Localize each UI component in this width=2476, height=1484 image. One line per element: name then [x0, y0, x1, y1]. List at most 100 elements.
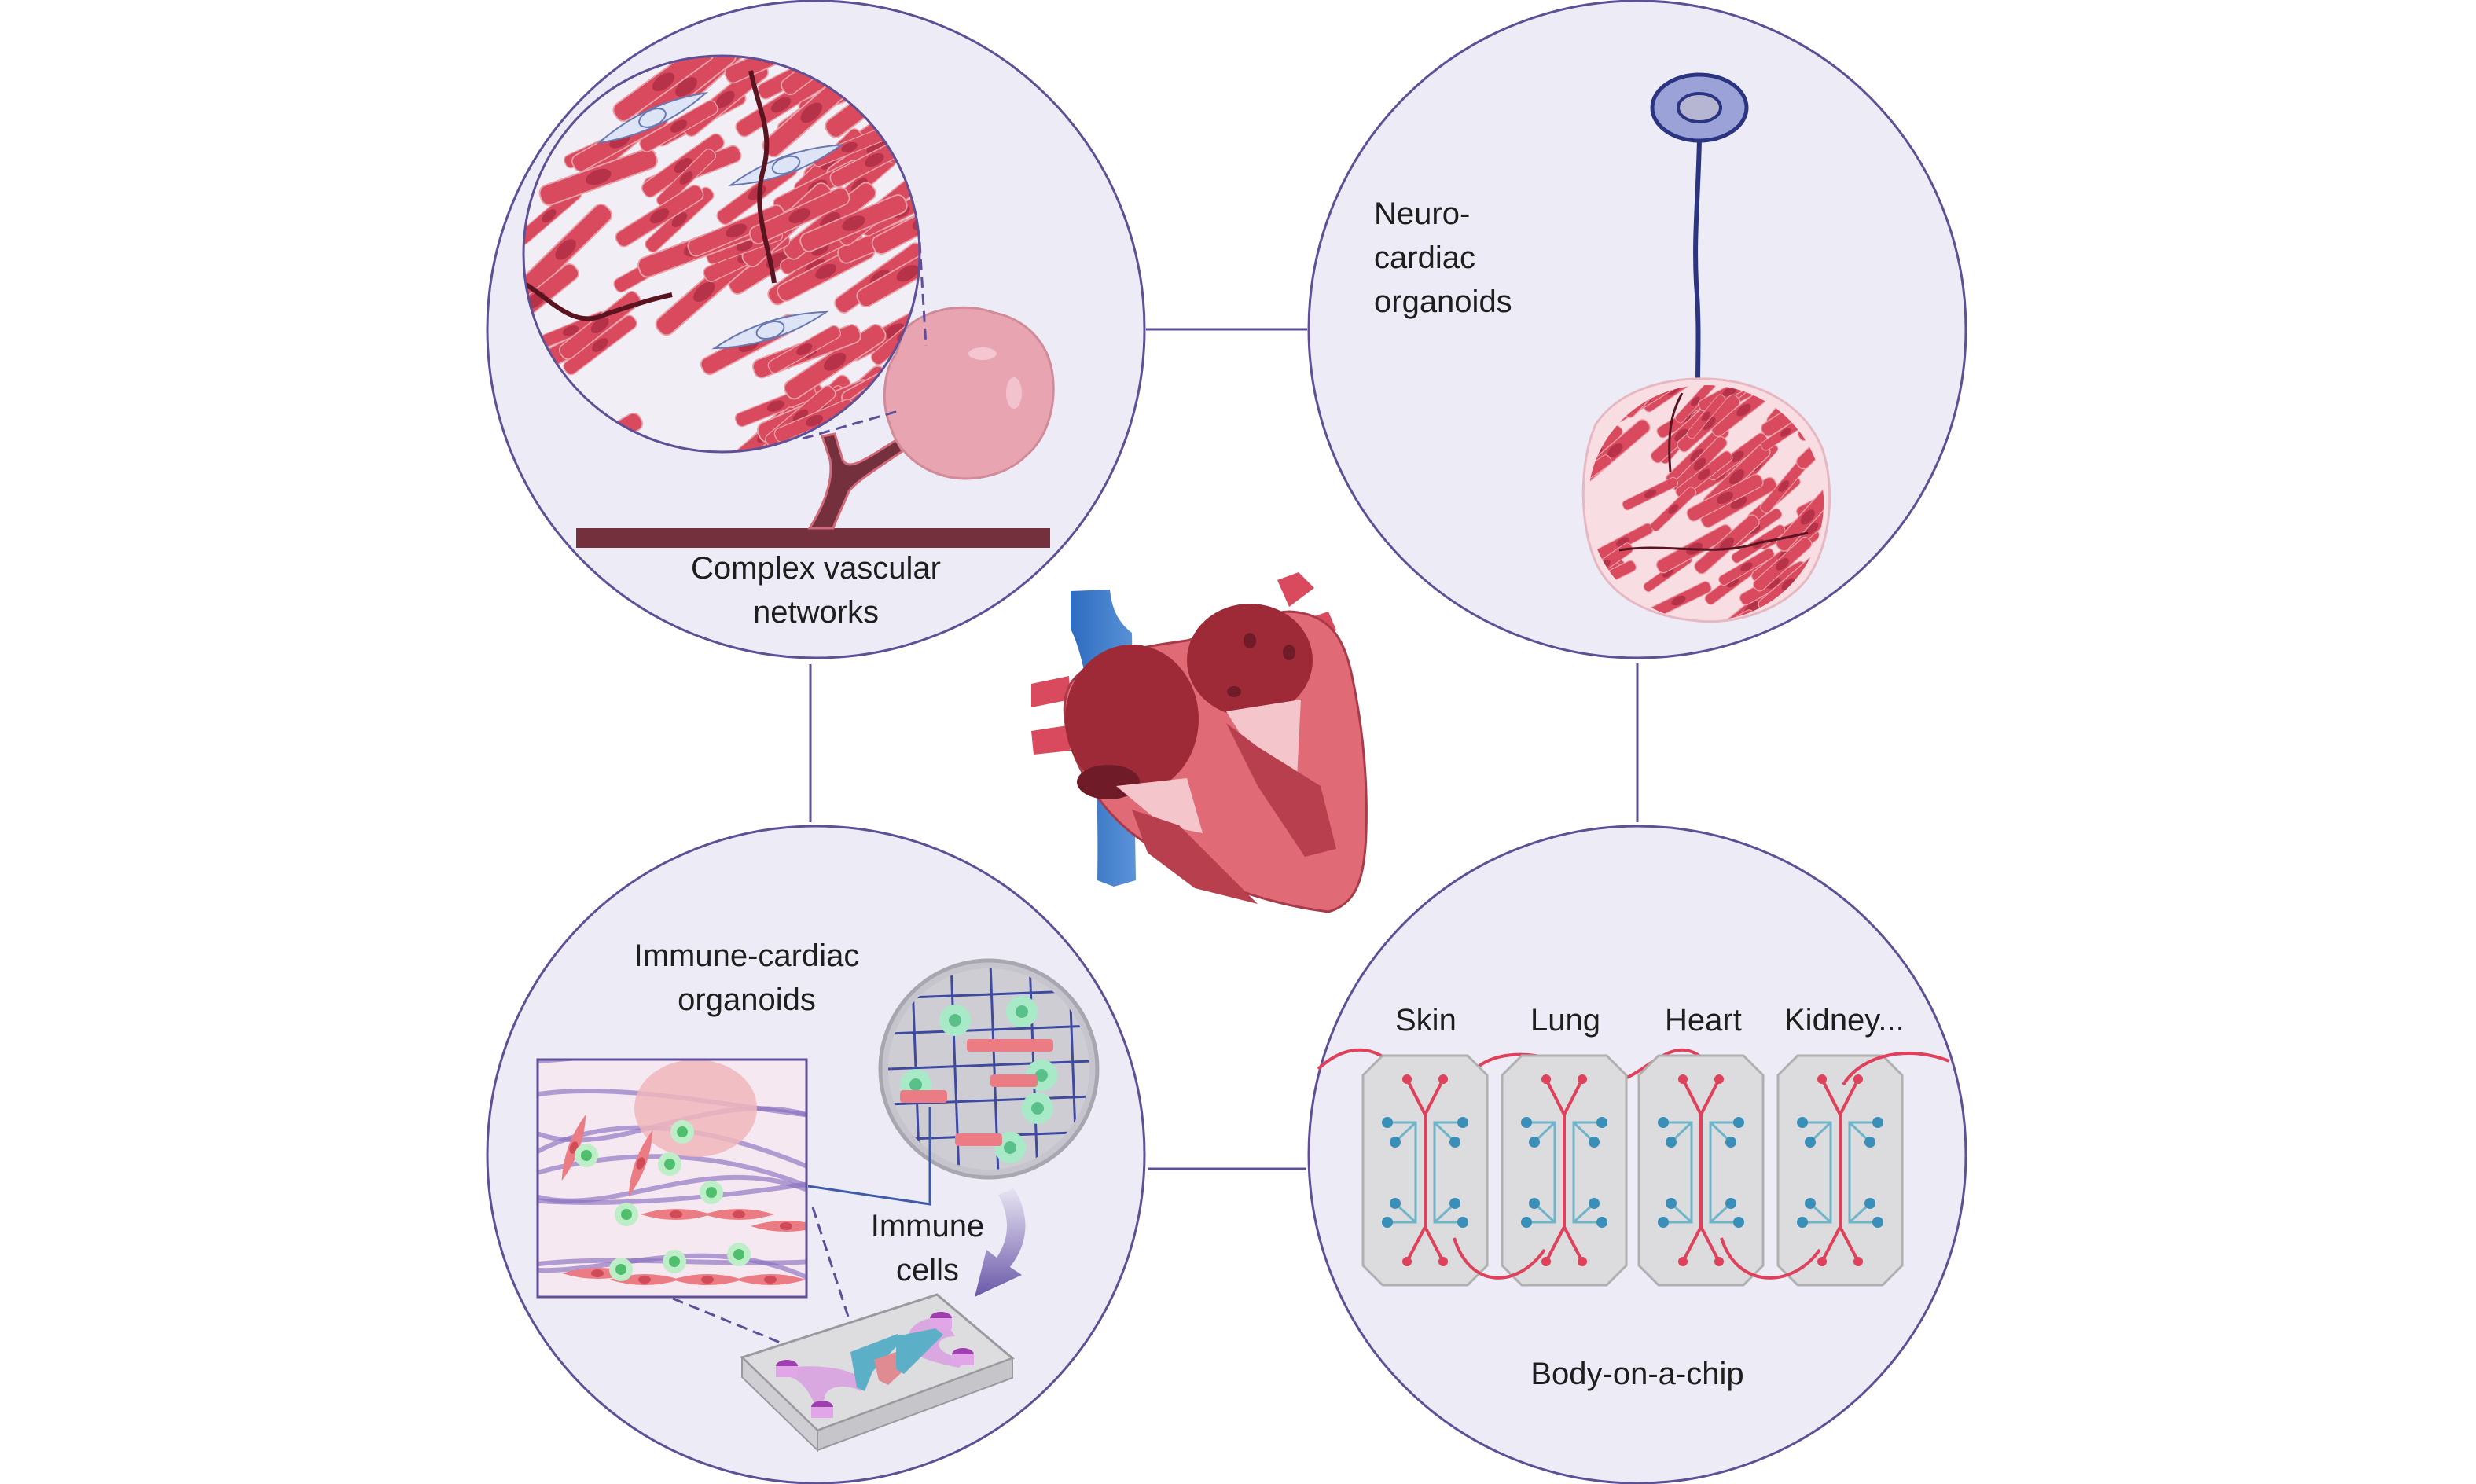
organoid-highlight	[1006, 377, 1022, 409]
left-atrium	[1187, 604, 1313, 717]
cardiomyocyte	[955, 1133, 1002, 1146]
blue-port	[1733, 1117, 1744, 1128]
immune-inset-frame	[536, 1058, 808, 1298]
blue-port	[1864, 1137, 1875, 1148]
immune-cell-nucleus	[1004, 1141, 1016, 1154]
cardiomyocyte	[523, 78, 552, 129]
fibroblast	[711, 310, 829, 350]
cardiomyocyte	[1622, 476, 1679, 511]
red-port	[1853, 1257, 1863, 1266]
red-port	[1714, 1257, 1724, 1266]
immune-cell-nucleus	[1016, 1005, 1028, 1018]
red-port	[1578, 1257, 1587, 1266]
blue-port	[1521, 1117, 1532, 1128]
immune-cells-label-line: Immune	[870, 1209, 985, 1243]
immune-cell-nucleus	[669, 1256, 680, 1267]
organ-label-kidney: Kidney...	[1784, 1003, 1905, 1038]
red-port	[1817, 1257, 1827, 1266]
blue-port	[1666, 1137, 1677, 1148]
cardiomyocyte	[735, 72, 827, 138]
blue-port	[1805, 1137, 1816, 1148]
immune-tissue-inset	[538, 1060, 806, 1285]
vascular-zoom-circle	[522, 54, 921, 454]
cardiomyocyte	[900, 1090, 947, 1103]
blue-port	[1725, 1137, 1736, 1148]
immune-cells-label: Immune cells	[841, 1204, 1014, 1292]
panel-vascular-title: Complex vascular networks	[659, 546, 973, 634]
body-on-chip-illustration	[1317, 1048, 1950, 1287]
organ-chip	[1637, 1054, 1765, 1287]
blue-port	[1529, 1137, 1540, 1148]
cardiomyocyte	[767, 325, 842, 374]
matrix-fiber	[888, 1095, 1089, 1106]
collagen-fiber	[538, 1253, 806, 1280]
blue-port	[1390, 1198, 1401, 1209]
red-port	[1402, 1074, 1412, 1084]
panel-vascular-title-line: networks	[752, 595, 880, 630]
blue-port	[1529, 1198, 1540, 1209]
blue-port	[1521, 1217, 1532, 1228]
cardiomyocyte	[1686, 394, 1726, 439]
collagen-fiber	[538, 1174, 806, 1203]
right-ventricle	[1132, 810, 1258, 904]
cardiomyocyte	[656, 149, 716, 208]
blue-port	[1658, 1217, 1669, 1228]
blue-port	[1390, 1137, 1401, 1148]
transfer-arrow	[975, 1188, 1026, 1297]
organoid-highlight	[968, 347, 997, 360]
cardiomyocyte	[672, 1274, 743, 1285]
panel-vascular-title-line: Complex vascular	[691, 551, 941, 586]
dish-contents	[888, 968, 1089, 1170]
blue-port	[1382, 1217, 1393, 1228]
blue-port	[1382, 1117, 1393, 1128]
blue-port	[1733, 1217, 1744, 1228]
nerve-fiber	[748, 70, 777, 284]
organ-chip	[1501, 1054, 1628, 1287]
blue-port	[1872, 1217, 1883, 1228]
cardiomyocyte	[748, 187, 850, 244]
red-port	[1578, 1074, 1587, 1084]
blue-port	[1589, 1198, 1600, 1209]
red-channel	[1545, 1078, 1584, 1262]
circulation-line	[1453, 1052, 1950, 1280]
matrix-fiber	[888, 1024, 1089, 1035]
vessel-opening	[1244, 633, 1256, 648]
panel-neuro-title: Neuro- cardiac organoids	[1374, 192, 1512, 324]
cardiomyocyte	[1686, 473, 1764, 522]
immune-cell-nucleus	[733, 1249, 744, 1260]
blue-port	[1589, 1137, 1600, 1148]
cardiomyocyte	[735, 1274, 806, 1285]
leader-line	[807, 1107, 931, 1206]
red-port	[1541, 1257, 1551, 1266]
immune-cell-nucleus	[581, 1150, 592, 1161]
vessel-main	[576, 528, 1050, 548]
organ-label-lung: Lung	[1530, 1003, 1600, 1038]
immune-cell-nucleus	[664, 1159, 675, 1170]
red-port	[1714, 1074, 1724, 1084]
panel-neuro-title-line: cardiac	[1374, 241, 1475, 275]
cardiomyocyte	[856, 239, 920, 308]
blue-port	[1596, 1217, 1607, 1228]
immune-chip	[740, 1293, 1015, 1453]
panel-immune-title-line: Immune-cardiac	[634, 939, 860, 973]
organ-chip	[1776, 1054, 1904, 1287]
blue-port	[1457, 1217, 1468, 1228]
connectors	[809, 328, 1639, 1170]
red-port	[1541, 1074, 1551, 1084]
immune-illustration	[536, 958, 1100, 1453]
cardiomyocyte	[615, 184, 704, 248]
red-port	[1402, 1257, 1412, 1266]
immune-cell-nucleus	[1035, 1069, 1048, 1082]
blue-channel	[1802, 1121, 1878, 1224]
zoom-guide-line	[918, 241, 928, 347]
axon	[1693, 139, 1702, 384]
nerve-fiber	[1668, 392, 1684, 472]
right-atrium	[1065, 645, 1199, 794]
cardiomyocyte	[1752, 536, 1813, 592]
immune-cells-label-line: cells	[895, 1253, 960, 1287]
cardiomyocyte	[641, 1209, 711, 1220]
panel-body-title: Body-on-a-chip	[1530, 1357, 1744, 1391]
cardiomyocyte	[990, 1074, 1038, 1087]
blue-port	[1797, 1217, 1808, 1228]
red-channel	[1820, 1078, 1860, 1262]
